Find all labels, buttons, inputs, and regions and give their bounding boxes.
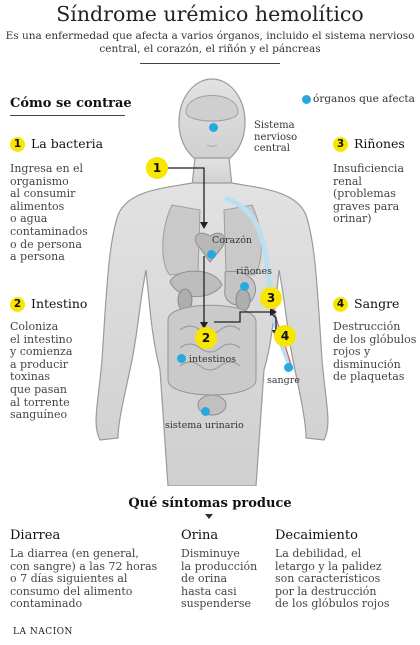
symptom-orina-title: Orina [181, 528, 219, 543]
heart-marker-icon [207, 250, 216, 259]
subtitle-line-1: Es una enfermedad que afecta a varios ór… [5, 30, 415, 42]
label-kidneys: riñones [236, 266, 273, 277]
urinary-marker-icon [201, 407, 210, 416]
diagram-badge-1: 1 [146, 157, 168, 179]
diagram-badge-3: 3 [260, 287, 282, 309]
contagion-heading: Cómo se contrae [10, 96, 132, 111]
symptom-decaimiento-title: Decaimiento [275, 528, 358, 543]
kidney-marker-icon [240, 282, 249, 291]
subtitle-line-2: central, el corazón, el riñón y el páncr… [99, 43, 321, 55]
lungs [162, 204, 262, 276]
symptoms-heading: Qué síntomas produce [128, 496, 292, 511]
diagram-badge-4: 4 [274, 325, 296, 347]
symptom-diarrea-title: Diarrea [10, 528, 61, 543]
diagram-badge-2: 2 [195, 327, 217, 349]
heart [195, 232, 225, 263]
step-1-badge: 1 [10, 137, 25, 152]
page-title: Síndrome urémico hemolítico [56, 2, 364, 26]
label-urinary-system: sistema urinario [165, 420, 244, 431]
step-2-badge: 2 [10, 297, 25, 312]
symptom-diarrea-description: La diarrea (en general,con sangre) a las… [10, 547, 158, 611]
brain-marker-icon [209, 123, 218, 132]
legend-label: órganos que afecta [313, 93, 415, 105]
chevron-down-icon [205, 514, 213, 519]
brand-footer: LA NACION [13, 627, 73, 637]
step-1-title: La bacteria [31, 136, 104, 151]
legend-dot-icon [302, 95, 311, 104]
label-blood: sangre [267, 375, 300, 386]
step-4-badge: 4 [333, 297, 348, 312]
intestine-marker-icon [177, 354, 186, 363]
label-heart: Corazón [212, 235, 253, 246]
step-3-badge: 3 [333, 137, 348, 152]
title-divider [140, 63, 280, 64]
step-4-title: Sangre [354, 296, 400, 311]
blood-marker-icon [284, 363, 293, 372]
label-nervous-system: Sistema nervioso central [254, 120, 298, 155]
step-2-title: Intestino [31, 296, 88, 311]
contagion-heading-underline [10, 115, 125, 116]
brain [185, 95, 239, 122]
intestines [167, 304, 257, 396]
step-3-title: Riñones [354, 136, 405, 151]
label-intestines: intestinos [189, 354, 237, 365]
